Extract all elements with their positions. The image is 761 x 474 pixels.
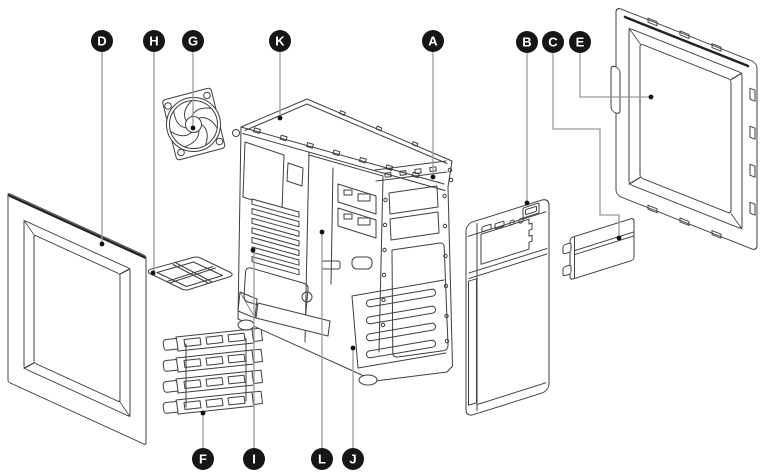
callout-A-badge xyxy=(422,30,444,52)
callout-E-dot xyxy=(648,94,654,100)
callout-E-letter: E xyxy=(576,35,585,50)
callout-J-letter: J xyxy=(349,452,356,467)
callout-A-letter: A xyxy=(428,34,438,49)
callout-I-badge xyxy=(243,448,265,470)
chassis-art xyxy=(232,98,454,386)
callout-C-badge xyxy=(542,31,564,53)
callout-H-dot xyxy=(150,270,156,276)
callout-L-letter: L xyxy=(318,452,326,467)
callout-D-dot xyxy=(99,241,105,247)
front-bezel-art xyxy=(465,199,550,416)
callout-G-letter: G xyxy=(188,34,198,49)
callout-J-dot xyxy=(350,345,356,351)
callout-B-dot xyxy=(524,200,530,206)
callout-K-dot xyxy=(277,115,283,121)
callout-F-dot xyxy=(200,410,206,416)
callout-K-badge xyxy=(269,30,291,52)
callout-C-leader xyxy=(552,53,620,238)
fan-filter-art xyxy=(147,256,233,291)
callout-H-letter: H xyxy=(149,34,158,49)
callout-L-dot xyxy=(319,229,325,235)
callout-K-letter: K xyxy=(275,34,285,49)
callout-F-letter: F xyxy=(199,452,207,467)
callout-B-badge xyxy=(516,31,538,53)
callout-D-badge xyxy=(91,30,113,52)
callout-J-badge xyxy=(342,448,364,470)
callout-I-letter: I xyxy=(252,452,256,467)
callout-B-letter: B xyxy=(522,35,531,50)
callout-E-badge xyxy=(569,31,591,53)
callout-L-badge xyxy=(311,448,333,470)
callout-I-dot xyxy=(250,247,256,253)
fan-art xyxy=(162,87,226,161)
callout-G-badge xyxy=(182,30,204,52)
callout-C-dot xyxy=(616,235,622,241)
callout-E-leader xyxy=(579,53,651,98)
side-panel-left-art xyxy=(7,193,147,445)
callout-H-badge xyxy=(143,30,165,52)
side-panel-right-art xyxy=(610,8,758,250)
drive-rails-art xyxy=(162,327,263,415)
bay-cover-art xyxy=(562,218,635,280)
callout-A-dot xyxy=(430,174,436,180)
callout-layer: A B C D E F G H I J K L xyxy=(91,30,654,470)
callout-F-badge xyxy=(192,448,214,470)
callout-D-letter: D xyxy=(97,34,106,49)
callout-C-letter: C xyxy=(548,35,558,50)
callout-G-dot xyxy=(190,125,196,131)
